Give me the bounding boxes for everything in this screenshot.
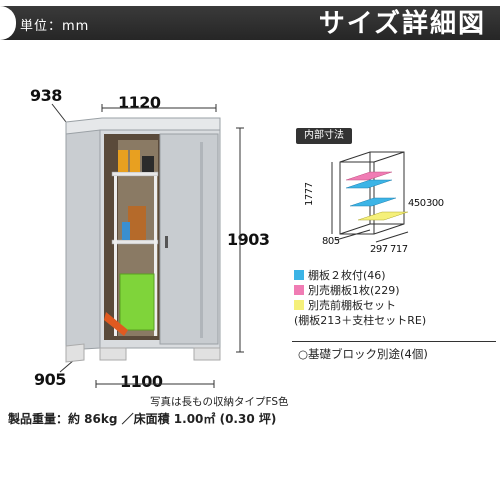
legend-text: 別売棚板1枚(229)	[308, 284, 400, 297]
legend-item: 別売前棚板セット	[294, 298, 494, 313]
divider	[292, 341, 496, 342]
photo-note: 写真は長もの収納タイプFS色	[150, 396, 289, 408]
shelf-legend: 棚板２枚付(46) 別売棚板1枚(229) 別売前棚板セット (棚板213＋支柱…	[294, 268, 494, 328]
legend-swatch-pink	[294, 285, 304, 295]
dim-bottom-depth: 905	[34, 370, 66, 389]
storage-shed-illustration	[51, 103, 244, 388]
foundation-note: ○基礎ブロック別途(4個)	[298, 347, 428, 361]
dim-top-depth: 938	[30, 86, 62, 105]
inner-shelf-width-b: 717	[390, 244, 408, 255]
inner-dimensions-label: 内部寸法	[296, 128, 352, 144]
legend-subtext: (棚板213＋支柱セットRE)	[294, 314, 427, 327]
legend-swatch-yellow	[294, 300, 304, 310]
dim-bottom-width: 1100	[120, 372, 163, 391]
inner-shelf-width-a: 297	[370, 244, 388, 255]
dim-top-width: 1120	[118, 93, 161, 112]
legend-swatch-blue	[294, 270, 304, 280]
header-bar	[0, 6, 500, 40]
inner-height: 1777	[304, 182, 315, 206]
inner-dimensions-diagram	[331, 151, 409, 243]
legend-text: 棚板２枚付(46)	[308, 269, 386, 282]
legend-text: 別売前棚板セット	[308, 299, 396, 312]
dim-height: 1903	[227, 230, 270, 249]
page-title: サイズ詳細図	[318, 9, 486, 39]
inner-shelf-height-b: 300	[426, 198, 444, 209]
legend-item: 棚板２枚付(46)	[294, 268, 494, 283]
legend-item: 別売棚板1枚(229)	[294, 283, 494, 298]
inner-depth: 805	[322, 236, 340, 247]
unit-label: 単位：mm	[20, 19, 90, 34]
inner-shelf-height-a: 450	[408, 198, 426, 209]
spec-line: 製品重量：約 86kg ／床面積 1.00㎡ (0.30 坪)	[8, 412, 277, 426]
